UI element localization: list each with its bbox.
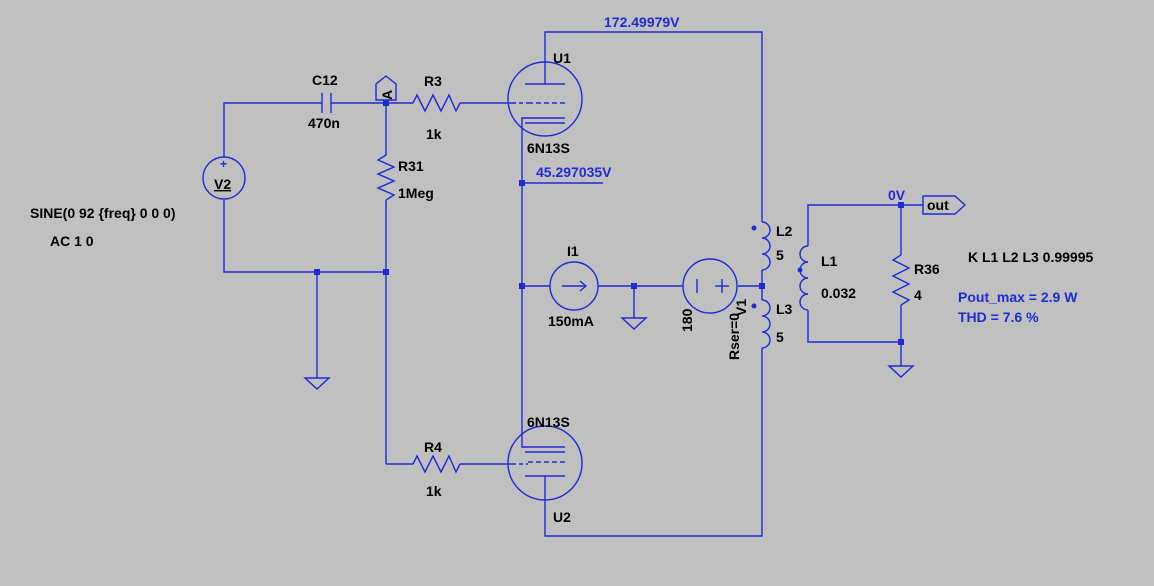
r3-name: R3	[424, 73, 442, 89]
v1-source[interactable]	[682, 258, 738, 314]
l2-inductor[interactable]	[751, 218, 771, 271]
plate-voltage-label: 172.49979V	[604, 14, 680, 30]
v2-ac-spec: AC 1 0	[50, 233, 94, 249]
v1-value: 180	[679, 308, 695, 332]
v1-rser: Rser=0	[726, 313, 742, 360]
thd-result: THD = 7.6 %	[958, 309, 1039, 325]
r36-name: R36	[914, 261, 940, 277]
c12-name: C12	[312, 72, 338, 88]
u1-model: 6N13S	[527, 140, 570, 156]
i1-name: I1	[567, 243, 579, 259]
l3-value: 5	[776, 329, 784, 345]
ground-icon	[887, 365, 915, 378]
r4-value: 1k	[426, 483, 442, 499]
v2-source-spec: SINE(0 92 {freq} 0 0 0)	[30, 205, 176, 221]
c12-value: 470n	[308, 115, 340, 131]
r36-value: 4	[914, 287, 922, 303]
u2-tube[interactable]	[507, 425, 583, 501]
wires	[223, 31, 923, 537]
l3-name: L3	[776, 301, 793, 317]
r4-resistor[interactable]	[412, 454, 461, 474]
r31-name: R31	[398, 158, 424, 174]
v2-source[interactable]: + V2	[202, 156, 246, 200]
v2-name: V2	[214, 176, 231, 192]
coupling-directive: K L1 L2 L3 0.99995	[968, 249, 1094, 265]
ground-icon	[620, 317, 648, 330]
i1-current-source[interactable]	[549, 261, 599, 311]
net-label-a[interactable]: A	[375, 75, 397, 101]
r3-resistor[interactable]	[412, 93, 461, 113]
ground-icon	[303, 377, 331, 390]
output-voltage-label: 0V	[888, 187, 906, 203]
l3-inductor[interactable]	[751, 299, 771, 356]
svg-text:+: +	[220, 157, 227, 171]
u1-name: U1	[553, 50, 571, 66]
pout-result: Pout_max = 2.9 W	[958, 289, 1078, 305]
r31-value: 1Meg	[398, 185, 434, 201]
junction-dots	[314, 100, 904, 345]
net-label-out-text: out	[927, 197, 949, 213]
c12-capacitor[interactable]	[321, 93, 332, 113]
i1-value: 150mA	[548, 313, 594, 329]
r31-resistor[interactable]	[376, 154, 396, 201]
v1-name: V1	[733, 299, 749, 316]
u2-name: U2	[553, 509, 571, 525]
l1-inductor[interactable]	[797, 245, 809, 316]
r3-value: 1k	[426, 126, 442, 142]
u2-model: 6N13S	[527, 414, 570, 430]
cathode-voltage-label: 45.297035V	[536, 164, 612, 180]
l1-value: 0.032	[821, 285, 856, 301]
net-label-a-text: A	[379, 90, 395, 100]
net-label-out[interactable]: out	[922, 195, 967, 215]
l2-name: L2	[776, 223, 793, 239]
u1-tube[interactable]	[507, 61, 583, 137]
r36-resistor[interactable]	[891, 254, 911, 306]
r4-name: R4	[424, 439, 442, 455]
l1-name: L1	[821, 253, 838, 269]
l2-value: 5	[776, 247, 784, 263]
